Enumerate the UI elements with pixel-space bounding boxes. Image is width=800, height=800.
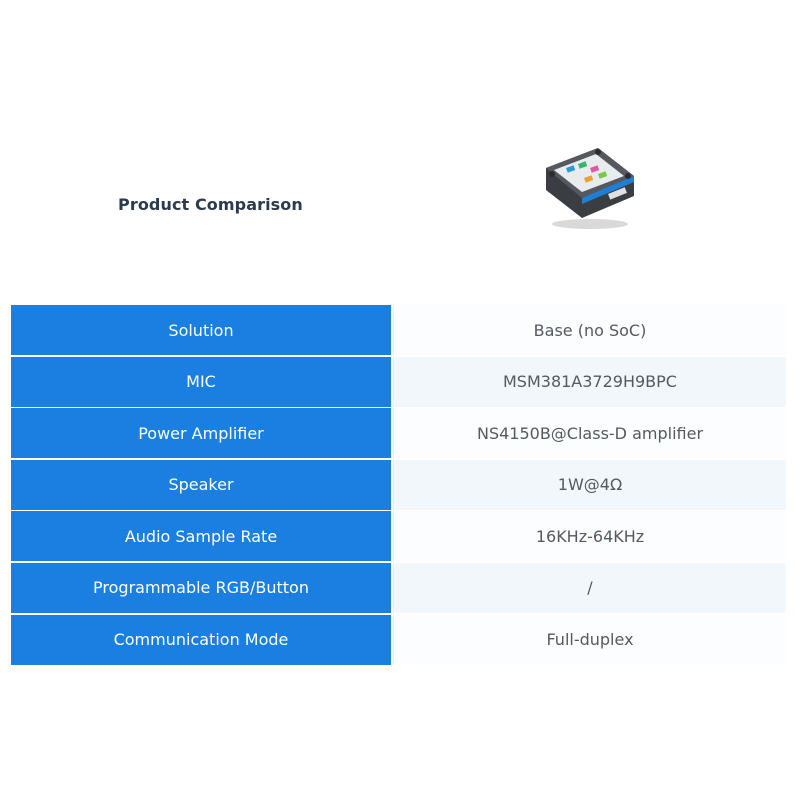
row-label: Solution [11,305,393,355]
table-row: Solution Base (no SoC) [11,305,786,355]
page-title: Product Comparison [118,195,303,214]
row-label: Power Amplifier [11,408,393,459]
table-row: Communication Mode Full-duplex [11,614,786,665]
product-image [546,148,634,229]
row-value: 1W@4Ω [393,459,786,510]
row-value: NS4150B@Class-D amplifier [393,408,786,459]
table-row: Speaker 1W@4Ω [11,459,786,510]
row-label: Programmable RGB/Button [11,562,393,613]
row-value: 16KHz-64KHz [393,511,786,562]
table-row: Audio Sample Rate 16KHz-64KHz [11,511,786,562]
row-value: / [393,562,786,613]
row-label: Communication Mode [11,614,393,665]
row-label: Speaker [11,459,393,510]
table-row: Power Amplifier NS4150B@Class-D amplifie… [11,408,786,459]
row-value: Base (no SoC) [393,305,786,355]
table-row: MIC MSM381A3729H9BPC [11,356,786,407]
comparison-table: Solution Base (no SoC) MIC MSM381A3729H9… [11,305,786,666]
row-label: MIC [11,356,393,407]
row-value: Full-duplex [393,614,786,665]
row-label: Audio Sample Rate [11,511,393,562]
table-row: Programmable RGB/Button / [11,562,786,613]
row-value: MSM381A3729H9BPC [393,356,786,407]
